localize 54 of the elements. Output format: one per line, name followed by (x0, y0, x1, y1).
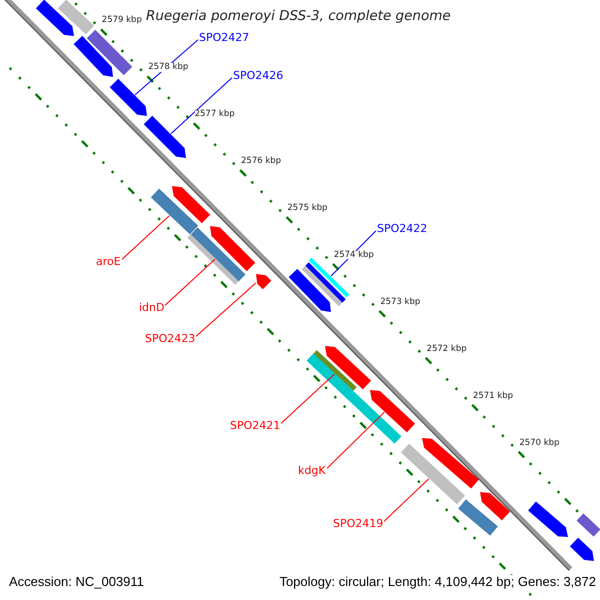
gene-label: SPO2423 (145, 332, 196, 344)
gene-bar (306, 353, 402, 444)
gene-feature (256, 274, 272, 290)
scale-label: 2576 kbp (241, 157, 282, 166)
scale-label: 2570 kbp (519, 438, 560, 448)
gene-label: aroE (96, 256, 121, 266)
gene-feature (528, 501, 568, 537)
gene-label: SPO2426 (233, 70, 284, 80)
leader-line (384, 478, 430, 522)
gene-feature (74, 36, 113, 77)
gene-feature (172, 186, 210, 224)
accession-text: Accession: NC_003911 (9, 575, 144, 588)
gene-bar (576, 513, 600, 537)
scale-label: 2577 kbp (194, 110, 235, 119)
scale-label: 2574 kbp (334, 250, 374, 260)
scale-label: 2578 kbp (148, 63, 188, 72)
gene-feature (210, 226, 256, 272)
gene-label: SPO2421 (230, 420, 280, 430)
scale-label: 2572 kbp (426, 344, 467, 354)
leader-line (164, 258, 216, 306)
gene-bar (400, 444, 466, 504)
scale-label: 2571 kbp (472, 392, 514, 400)
leader-line (122, 215, 170, 260)
gene-bar (58, 0, 94, 34)
gene-bar (150, 188, 198, 234)
gene-bar (187, 234, 239, 285)
gene-bar (190, 227, 246, 282)
gene-feature (480, 492, 510, 520)
gene-label: idnD (139, 302, 164, 312)
gene-feature (144, 116, 186, 158)
title: Ruegeria pomeroyi DSS-3, complete genome (146, 10, 451, 24)
scale-label: 2575 kbp (287, 204, 328, 212)
gene-bar (86, 30, 132, 76)
scale-label: 2579 kbp (102, 16, 142, 25)
gene-feature (288, 268, 331, 312)
gene-label: SPO2419 (333, 518, 384, 528)
gene-label: kdgK (298, 464, 326, 476)
gene-feature (36, 0, 74, 36)
leader-line (196, 282, 256, 337)
gene-label: SPO2422 (377, 222, 428, 234)
leader-line (280, 374, 335, 424)
gene-feature (325, 346, 372, 390)
gene-feature (422, 438, 479, 489)
gene-label: SPO2427 (199, 32, 250, 42)
gene-feature (570, 538, 594, 561)
gene-feature (110, 78, 147, 116)
scale-label: 2573 kbp (380, 298, 420, 306)
leader-line (170, 77, 232, 134)
gene-feature (370, 390, 416, 432)
gene-bar (313, 350, 357, 391)
leader-line (326, 412, 385, 469)
gene-bar (458, 499, 498, 536)
gene-bar (308, 258, 350, 298)
genome-summary-text: Topology: circular; Length: 4,109,442 bp; Genes: 3,872 (279, 575, 596, 588)
